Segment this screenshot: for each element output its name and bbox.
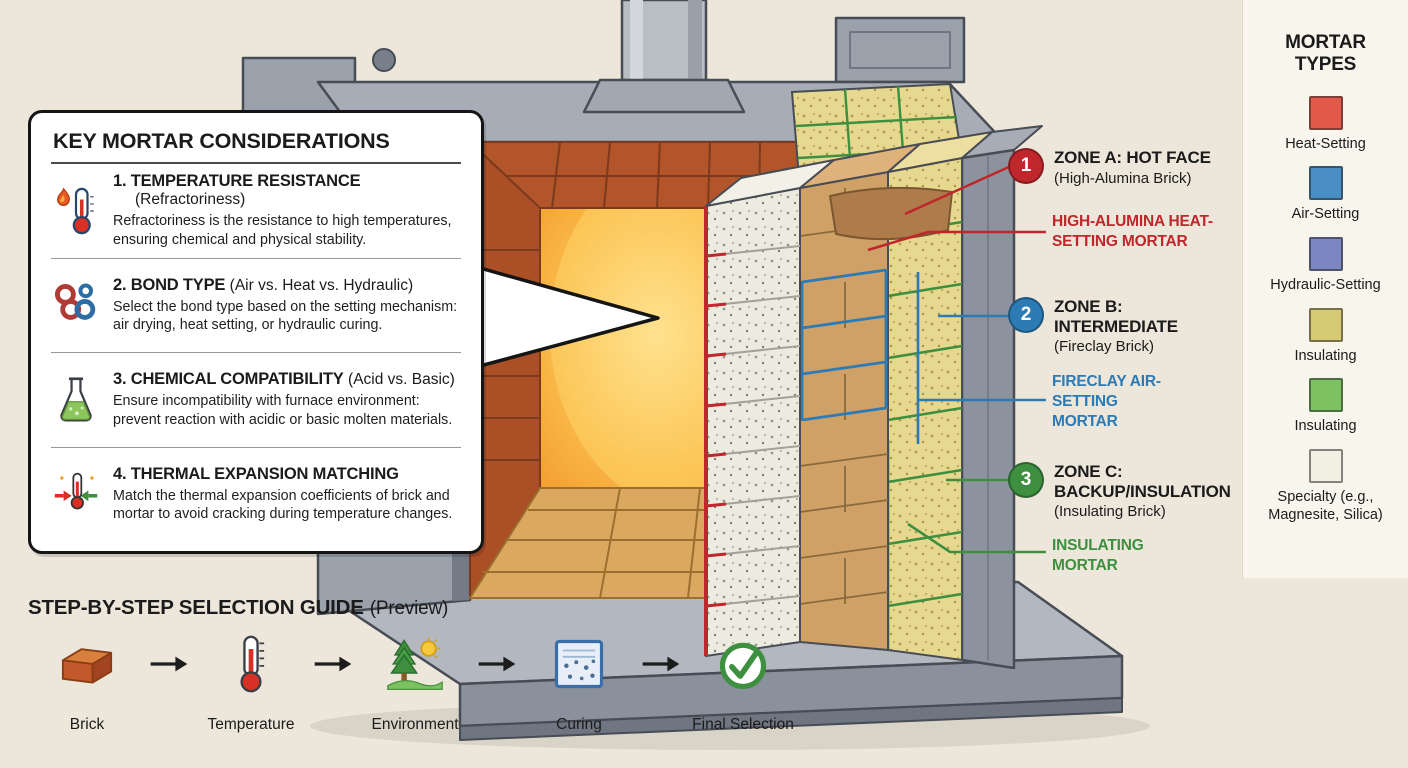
legend-label: Insulating: [1294, 347, 1357, 364]
zone-c-subtitle: (Insulating Brick): [1054, 503, 1166, 521]
legend-item-insulating-1: Insulating: [1243, 307, 1408, 366]
consideration-qualifier: (Air vs. Heat vs. Hydraulic): [229, 276, 414, 294]
consideration-heading: 3. CHEMICAL COMPATIBILITY: [113, 370, 344, 389]
consideration-chemical-compatibility: 3. CHEMICAL COMPATIBILITY (Acid vs. Basi…: [51, 353, 461, 448]
legend-label: Air-Setting: [1291, 206, 1360, 223]
zone-a-mortar-label: HIGH-ALUMINA HEAT-SETTING MORTAR: [1052, 213, 1213, 250]
insulating-green-swatch: [1308, 378, 1343, 413]
guide-title: STEP-BY-STEP SELECTION GUIDE(Preview): [28, 596, 828, 620]
hydraulic-setting-swatch: [1308, 237, 1343, 272]
flask-icon: [60, 377, 92, 422]
zone-c-marker: 3: [1008, 462, 1044, 498]
consideration-heading: 4. THERMAL EXPANSION MATCHING: [113, 464, 399, 483]
chain-bond-icon: [54, 283, 96, 321]
consideration-heading: 1. TEMPERATURE RESISTANCE: [113, 172, 361, 191]
legend-item-heat-setting: Heat-Setting: [1243, 95, 1408, 154]
consideration-heading: 2. BOND TYPE: [113, 275, 226, 294]
hot-face-layer: [704, 186, 801, 658]
thermometer-icon: [240, 635, 265, 693]
zone-a-annotation: 1 ZONE A: HOT FACE (High-Alumina Brick): [1008, 148, 1239, 188]
outer-casing: [960, 125, 1043, 670]
legend-label: Hydraulic-Setting: [1270, 277, 1381, 294]
zone-a-marker: 1: [1008, 148, 1044, 184]
consideration-temperature-resistance: 1. TEMPERATURE RESISTANCE (Refractorines…: [51, 164, 461, 259]
consideration-body: Match the thermal expansion coefficients…: [113, 487, 453, 523]
callout-tail: [478, 266, 660, 368]
insulating-swatch: [1308, 307, 1343, 342]
key-mortar-considerations-panel: KEY MORTAR CONSIDERATIONS 1. TEMPERATURE…: [28, 110, 484, 554]
legend-title: MORTAR TYPES: [1285, 32, 1366, 75]
step-final-selection: Final Selection: [684, 632, 802, 734]
legend-label: Insulating: [1294, 418, 1357, 435]
consideration-body: Select the bond type based on the settin…: [113, 298, 458, 334]
zone-b-annotation: 2 ZONE B: INTERMEDIATE (Fireclay Brick): [1008, 297, 1204, 356]
zone-c-mortar-label: INSULATING MORTAR: [1052, 537, 1144, 574]
legend-label: Specialty (e.g., Magnesite, Silica): [1268, 489, 1383, 523]
step-label: Final Selection: [692, 716, 794, 733]
wall-layer-tops: [705, 131, 993, 241]
step-label: Environment: [371, 716, 459, 733]
step-environment: Environment: [356, 632, 474, 734]
zone-c-annotation: 3 ZONE C: BACKUP/INSULATION (Insulating …: [1008, 462, 1239, 521]
arrow-icon: [478, 656, 516, 672]
step-brick: Brick: [28, 632, 146, 734]
zone-c-leader-line: [907, 478, 1046, 554]
zone-a-title: ZONE A: HOT FACE: [1054, 148, 1211, 167]
step-label: Temperature: [207, 716, 295, 733]
zone-a-subtitle: (High-Alumina Brick): [1054, 169, 1192, 187]
legend-item-air-setting: Air-Setting: [1243, 166, 1408, 224]
guide-title-text: STEP-BY-STEP SELECTION GUIDE: [28, 596, 364, 619]
consideration-body: Ensure incompatibility with furnace envi…: [113, 393, 453, 428]
arrow-icon: [150, 656, 188, 672]
leader-lines: [867, 164, 1046, 554]
legend-item-specialty: Specialty (e.g., Magnesite, Silica): [1243, 449, 1408, 524]
curing-icon: [554, 639, 604, 689]
heat-setting-swatch: [1308, 95, 1343, 130]
zone-b-title: ZONE B: INTERMEDIATE: [1054, 297, 1178, 336]
check-icon: [719, 642, 767, 689]
thermometer-flame-icon: [57, 187, 94, 234]
consideration-bond-type: 2. BOND TYPE (Air vs. Heat vs. Hydraulic…: [51, 259, 461, 353]
legend-label: Heat-Setting: [1285, 135, 1366, 152]
zone-b-mortar-label: FIRECLAY AIR-SETTING MORTAR: [1052, 373, 1161, 430]
fireclay-brick-layer: [799, 170, 889, 652]
chimney: [582, 0, 746, 114]
step-label: Brick: [69, 716, 105, 733]
guide-steps: Brick Temperature: [28, 632, 828, 734]
step-temperature: Temperature: [192, 632, 310, 734]
arrow-icon: [642, 656, 680, 672]
arrow-icon: [314, 656, 352, 672]
panel-title: KEY MORTAR CONSIDERATIONS: [51, 125, 461, 164]
zone-b-leader-line: [916, 272, 1046, 444]
zone-b-marker: 2: [1008, 297, 1044, 333]
thermal-expansion-icon: [54, 473, 98, 510]
environment-icon: [387, 637, 443, 691]
consideration-qualifier: (Acid vs. Basic): [348, 371, 455, 389]
consideration-thermal-expansion: 4. THERMAL EXPANSION MATCHING Match the …: [51, 448, 461, 542]
air-setting-swatch: [1308, 166, 1343, 201]
mortar-types-legend: MORTAR TYPES Heat-Setting Air-Setting Hy…: [1242, 0, 1408, 578]
zone-a-leader-line: [867, 164, 1046, 252]
specialty-swatch: [1308, 449, 1343, 484]
zone-c-title: ZONE C: BACKUP/INSULATION: [1054, 462, 1231, 501]
zone-b-subtitle: (Fireclay Brick): [1054, 338, 1154, 356]
step-label: Curing: [556, 716, 602, 733]
selection-guide: STEP-BY-STEP SELECTION GUIDE(Preview) Br…: [28, 596, 828, 734]
consideration-qualifier: (Refractoriness): [135, 191, 246, 209]
legend-item-hydraulic-setting: Hydraulic-Setting: [1243, 237, 1408, 295]
consideration-body: Refractoriness is the resistance to high…: [113, 213, 452, 248]
guide-title-suffix: (Preview): [369, 598, 449, 619]
brick-icon: [61, 648, 113, 684]
step-curing: Curing: [520, 632, 638, 734]
legend-item-insulating-2: Insulating: [1243, 378, 1408, 436]
